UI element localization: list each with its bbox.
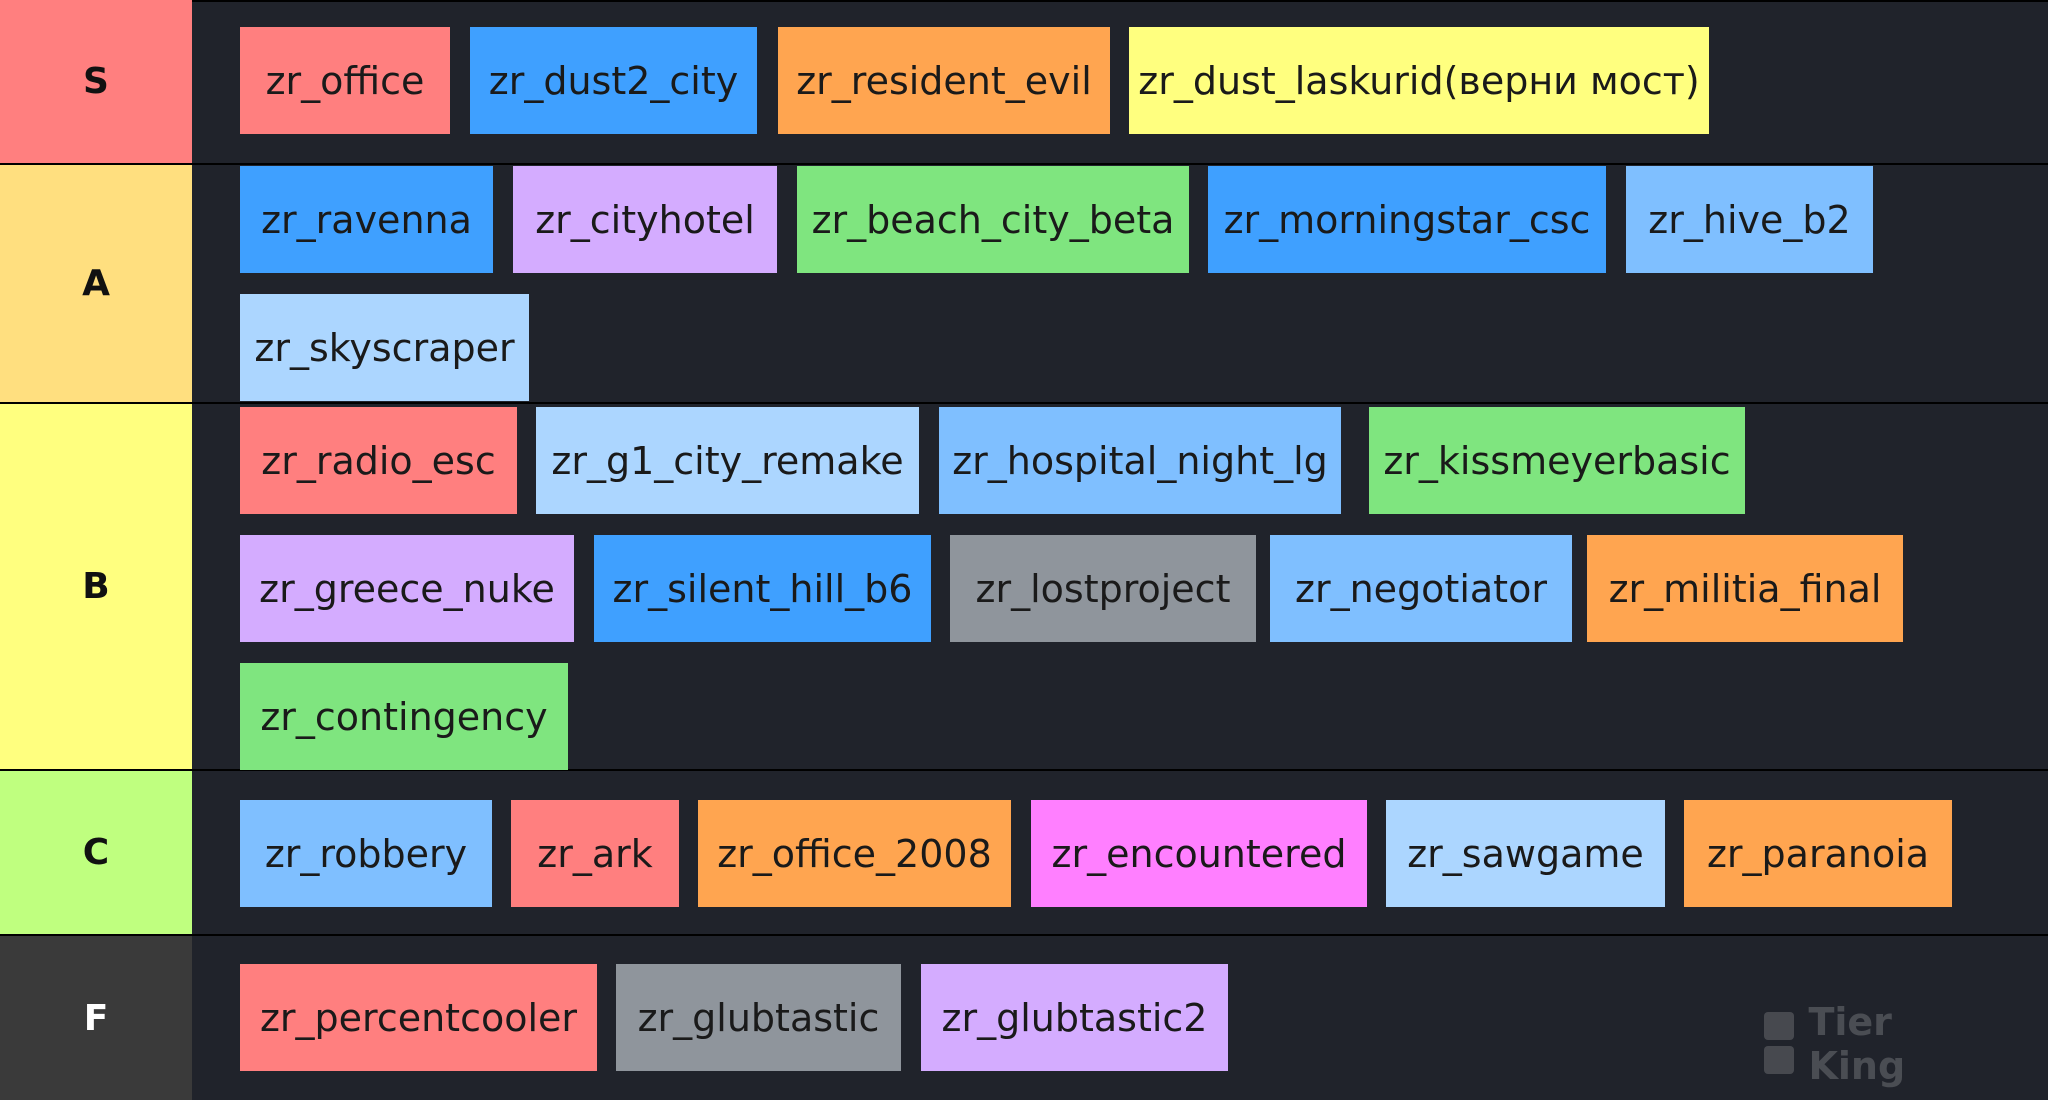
tier-row-b: B zr_radio_esc zr_g1_city_remake zr_hosp… bbox=[0, 404, 2048, 770]
tier-item[interactable]: zr_radio_esc bbox=[240, 407, 517, 514]
tier-item[interactable]: zr_robbery bbox=[240, 800, 492, 907]
tier-items-f: zr_percentcooler zr_glubtastic zr_glubta… bbox=[192, 936, 2048, 1100]
tier-label-c[interactable]: C bbox=[0, 771, 192, 934]
tier-item[interactable]: zr_office bbox=[240, 27, 450, 134]
tier-king-watermark: Tier King bbox=[1762, 1000, 1994, 1088]
tier-item[interactable]: zr_militia_final bbox=[1587, 535, 1903, 642]
tier-item[interactable]: zr_contingency bbox=[240, 663, 568, 770]
tier-item[interactable]: zr_g1_city_remake bbox=[536, 407, 919, 514]
tier-items-a: zr_ravenna zr_cityhotel zr_beach_city_be… bbox=[192, 165, 2048, 402]
tier-item[interactable]: zr_cityhotel bbox=[513, 166, 777, 273]
tier-item[interactable]: zr_percentcooler bbox=[240, 964, 597, 1071]
tier-items-b: zr_radio_esc zr_g1_city_remake zr_hospit… bbox=[192, 404, 2048, 770]
tier-item[interactable]: zr_lostproject bbox=[950, 535, 1256, 642]
tier-item[interactable]: zr_ark bbox=[511, 800, 679, 907]
tier-item[interactable]: zr_beach_city_beta bbox=[797, 166, 1189, 273]
tier-items-c: zr_robbery zr_ark zr_office_2008 zr_enco… bbox=[192, 771, 2048, 934]
tier-item[interactable]: zr_kissmeyerbasic bbox=[1369, 407, 1745, 514]
tier-item[interactable]: zr_ravenna bbox=[240, 166, 493, 273]
tier-item[interactable]: zr_resident_evil bbox=[778, 27, 1110, 134]
tier-label-b[interactable]: B bbox=[0, 404, 192, 769]
tier-item[interactable]: zr_skyscraper bbox=[240, 294, 529, 401]
tier-item[interactable]: zr_glubtastic bbox=[616, 964, 901, 1071]
tier-row-s: S zr_office zr_dust2_city zr_resident_ev… bbox=[0, 0, 2048, 163]
tier-row-f: F zr_percentcooler zr_glubtastic zr_glub… bbox=[0, 936, 2048, 1100]
tier-item[interactable]: zr_hospital_night_lg bbox=[939, 407, 1341, 514]
tier-item[interactable]: zr_silent_hill_b6 bbox=[594, 535, 931, 642]
tier-item[interactable]: zr_paranoia bbox=[1684, 800, 1952, 907]
tier-row-c: C zr_robbery zr_ark zr_office_2008 zr_en… bbox=[0, 771, 2048, 934]
tier-items-s: zr_office zr_dust2_city zr_resident_evil… bbox=[192, 2, 2048, 163]
tier-item[interactable]: zr_dust2_city bbox=[470, 27, 757, 134]
tier-item[interactable]: zr_dust_laskurid(верни мост) bbox=[1129, 27, 1709, 134]
tier-label-f[interactable]: F bbox=[0, 936, 192, 1100]
tier-item[interactable]: zr_negotiator bbox=[1270, 535, 1572, 642]
tier-item[interactable]: zr_office_2008 bbox=[698, 800, 1011, 907]
tier-label-a[interactable]: A bbox=[0, 165, 192, 402]
tier-item[interactable]: zr_hive_b2 bbox=[1626, 166, 1873, 273]
tier-king-logo-icon bbox=[1762, 1012, 1798, 1076]
tier-label-s[interactable]: S bbox=[0, 0, 192, 163]
tier-item[interactable]: zr_morningstar_csc bbox=[1208, 166, 1606, 273]
watermark-text: Tier King bbox=[1808, 1000, 1906, 1088]
tier-item[interactable]: zr_greece_nuke bbox=[240, 535, 574, 642]
tier-item[interactable]: zr_glubtastic2 bbox=[921, 964, 1228, 1071]
tier-item[interactable]: zr_encountered bbox=[1031, 800, 1367, 907]
tier-item[interactable]: zr_sawgame bbox=[1386, 800, 1665, 907]
tier-row-a: A zr_ravenna zr_cityhotel zr_beach_city_… bbox=[0, 165, 2048, 402]
